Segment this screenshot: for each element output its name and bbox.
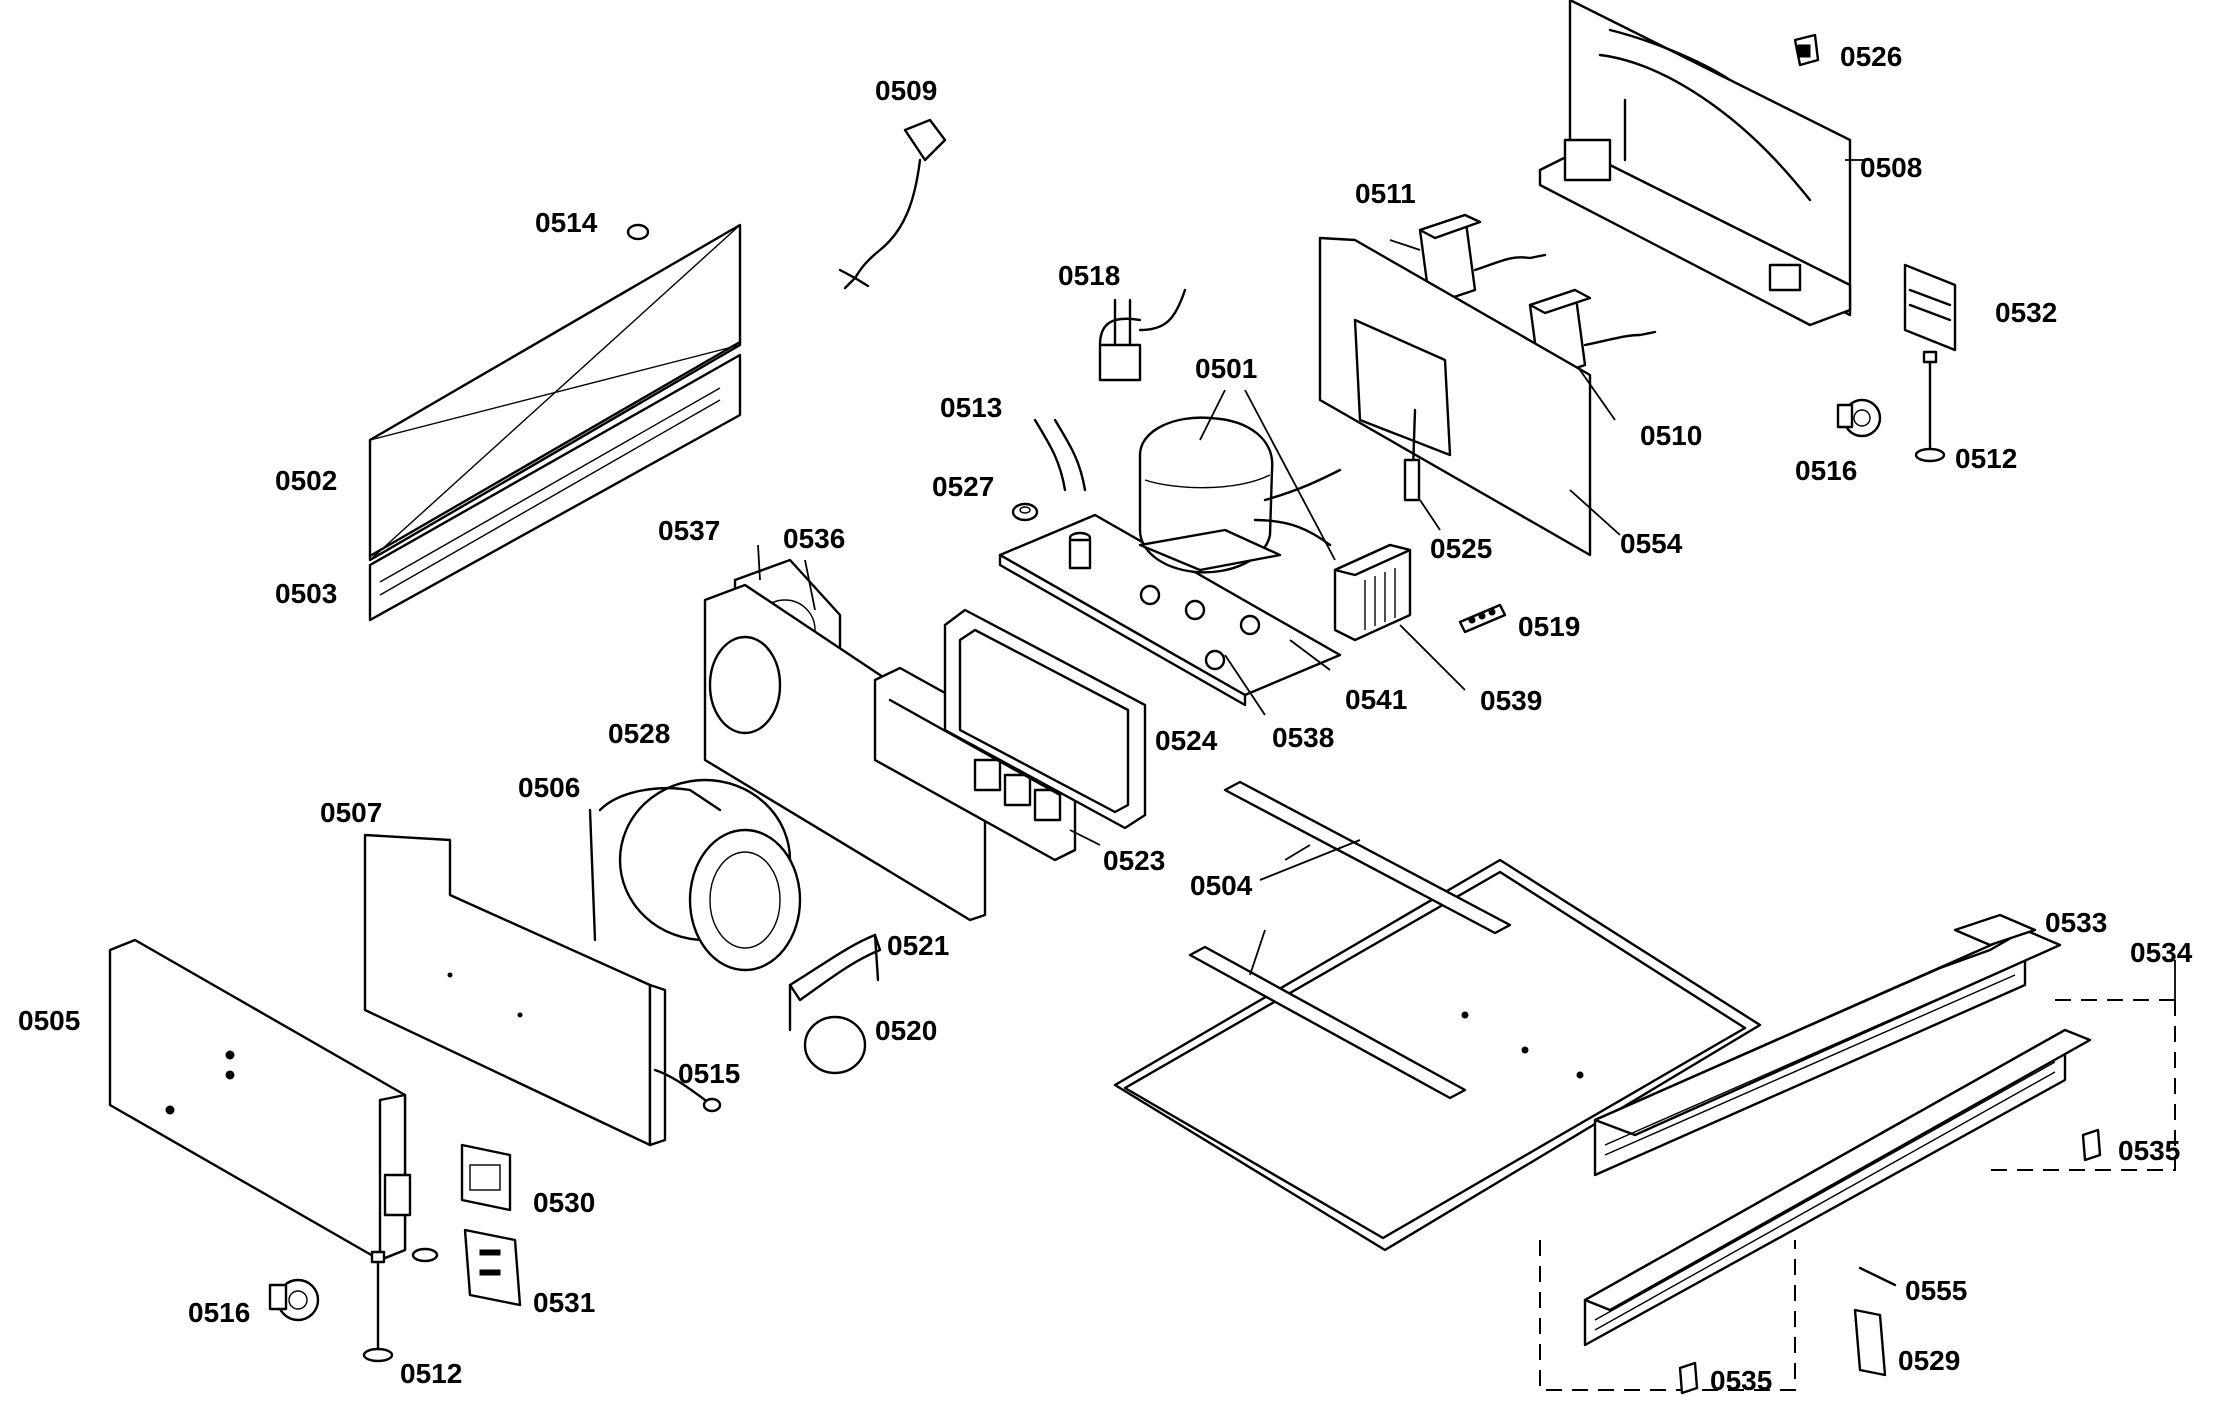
grommet-0527 [1011, 502, 1039, 522]
callout-0527: 0527 [932, 471, 994, 502]
part-0529-cap [1853, 1308, 1887, 1377]
part-0539-box [1333, 543, 1412, 642]
base-pan [1113, 780, 1762, 1252]
part-0555-pin [1858, 1266, 1897, 1287]
callout-0512-right: 0512 [1955, 443, 2017, 474]
compressor-cover-plate [1318, 236, 1592, 557]
compressor [1138, 416, 1342, 574]
callout-0531: 0531 [533, 1287, 595, 1318]
callout-0535-left: 0535 [1710, 1365, 1772, 1396]
part-0514-knob [626, 223, 650, 241]
callout-0505: 0505 [18, 1005, 80, 1036]
callout-0520: 0520 [875, 1015, 937, 1046]
callout-0533: 0533 [2045, 907, 2107, 938]
callout-0528: 0528 [608, 718, 670, 749]
callout-0524: 0524 [1155, 725, 1218, 756]
callout-0510: 0510 [1640, 420, 1702, 451]
kick-panel-upper [1593, 913, 2062, 1177]
bulkhead-panel [703, 583, 987, 922]
part-0532-bracket [1903, 263, 1957, 352]
callout-labels: 0509 0514 0502 0503 0526 0508 0511 0518 … [18, 41, 2193, 1396]
drain-tube [1033, 418, 1087, 492]
callout-0541: 0541 [1345, 684, 1407, 715]
power-cord [838, 118, 947, 290]
kick-panel-lower [1583, 1028, 2092, 1347]
callout-0511: 0511 [1355, 178, 1416, 209]
part-0531-block [463, 1228, 522, 1307]
callout-0537: 0537 [658, 515, 720, 546]
leader-lines [757, 159, 2176, 1000]
callout-0525: 0525 [1430, 533, 1492, 564]
leveling-bolt-left [362, 1250, 394, 1363]
clip-0535-left [1678, 1361, 1699, 1395]
leveling-bolt-right [1914, 350, 1946, 463]
callout-0516-right: 0516 [1795, 455, 1857, 486]
callout-0555: 0555 [1905, 1275, 1967, 1306]
callout-0535-right: 0535 [2118, 1135, 2180, 1166]
compressor-base-plate [998, 513, 1342, 707]
callout-0521: 0521 [887, 930, 949, 961]
clip-0535-right [2081, 1128, 2102, 1162]
callout-0526: 0526 [1840, 41, 1902, 72]
blower-wheel [588, 778, 802, 972]
callout-0523: 0523 [1103, 845, 1165, 876]
callout-0554: 0554 [1620, 528, 1683, 559]
part-0525-probe [1403, 408, 1421, 502]
callout-0501: 0501 [1195, 353, 1257, 384]
rear-panel [1538, 0, 1852, 327]
control-board [873, 666, 1077, 862]
blower-cover-plate [363, 833, 667, 1147]
part-0520-disc [803, 1015, 867, 1075]
part-0519-terminal [1458, 603, 1507, 634]
callout-0519: 0519 [1518, 611, 1580, 642]
front-panel-lower [368, 353, 742, 622]
callout-0507: 0507 [320, 797, 382, 828]
callout-0502: 0502 [275, 465, 337, 496]
callout-0513: 0513 [940, 392, 1002, 423]
part-0518-starter [1098, 288, 1187, 382]
kick-panel-assembly-outline [1539, 999, 2176, 1391]
caster-right [1836, 398, 1882, 438]
callout-0504: 0504 [1190, 870, 1253, 901]
front-panel-upper [368, 223, 742, 562]
callout-0516-left: 0516 [188, 1297, 250, 1328]
callout-0536: 0536 [783, 523, 845, 554]
side-panel [108, 938, 439, 1263]
callout-0509: 0509 [875, 75, 937, 106]
callout-0530: 0530 [533, 1187, 595, 1218]
callout-0539: 0539 [1480, 685, 1542, 716]
callout-0538: 0538 [1272, 722, 1334, 753]
part-0521-bracket [788, 933, 882, 1032]
callout-0506: 0506 [518, 772, 580, 803]
relay-upper [1418, 213, 1547, 307]
part-0530-bracket [460, 1143, 512, 1212]
callout-0529: 0529 [1898, 1345, 1960, 1376]
part-0526-clip [1793, 33, 1820, 67]
callout-0518: 0518 [1058, 260, 1120, 291]
part-0515-wire [653, 1068, 722, 1113]
control-frame [943, 608, 1147, 830]
callout-0534: 0534 [2130, 937, 2193, 968]
callout-0532: 0532 [1995, 297, 2057, 328]
callout-0514: 0514 [535, 207, 598, 238]
callout-0515: 0515 [678, 1058, 740, 1089]
callout-0503: 0503 [275, 578, 337, 609]
caster-left [268, 1278, 320, 1322]
callout-0508: 0508 [1860, 152, 1922, 183]
relay-lower [1528, 288, 1657, 382]
callout-0512-left: 0512 [400, 1358, 462, 1389]
